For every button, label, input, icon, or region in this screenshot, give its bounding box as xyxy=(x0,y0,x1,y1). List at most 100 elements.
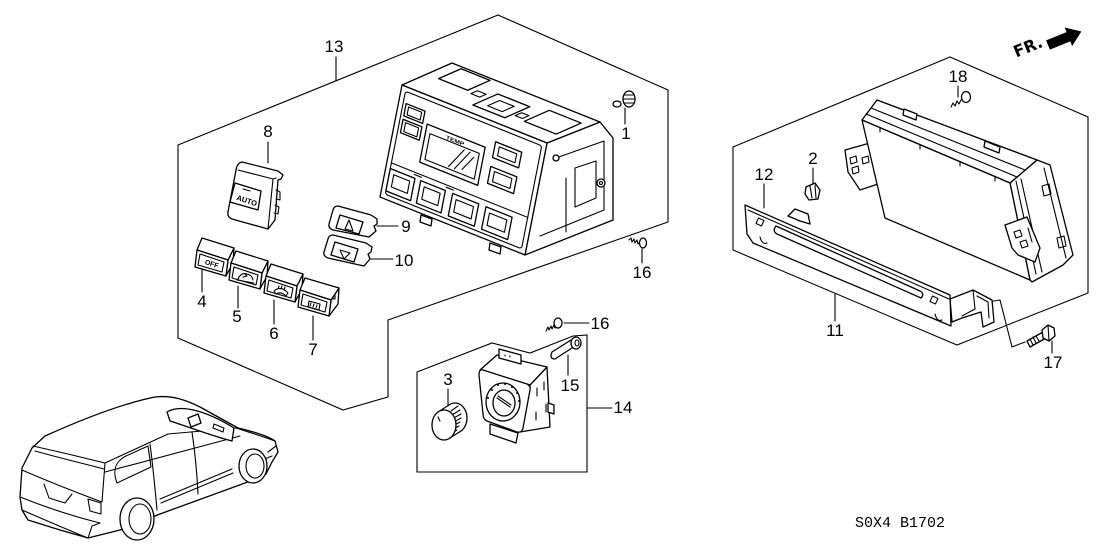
callout-16-upper[interactable]: 16 xyxy=(633,263,652,282)
button-slot-inner xyxy=(498,147,517,163)
auto-button-part-8: AUTO xyxy=(227,161,284,230)
button-slot-inner xyxy=(391,175,409,194)
panel-screw-hole xyxy=(596,178,606,188)
front-divider xyxy=(391,163,527,218)
unit-top-tab xyxy=(902,108,918,121)
front-defroster-icon xyxy=(273,285,289,297)
callout-4[interactable]: 4 xyxy=(197,292,206,311)
button-slot-lower-left xyxy=(400,119,421,140)
clip-part-1 xyxy=(612,90,636,108)
screw-head-inner xyxy=(574,339,580,347)
button-face-plate xyxy=(231,266,259,286)
button-slot-upper-left xyxy=(404,104,425,124)
callout-6[interactable]: 6 xyxy=(269,324,278,343)
screw-part-16-lower xyxy=(545,317,563,332)
callout-1[interactable]: 1 xyxy=(621,124,630,143)
button-slot-inner xyxy=(493,172,512,189)
screw-head xyxy=(960,90,972,104)
bracket-mid-tab xyxy=(787,208,811,225)
screw-head xyxy=(638,237,648,249)
switch-top-tab-holes xyxy=(504,354,511,358)
knob-pointer xyxy=(437,416,441,422)
top-latch-center xyxy=(473,94,530,118)
vehicle-hatch xyxy=(19,462,106,539)
panel-top-details xyxy=(424,69,589,137)
top-latch-center-notch xyxy=(488,101,514,112)
bracket-right-foot-detail xyxy=(961,289,990,319)
off-button-label: OFF xyxy=(204,259,220,270)
callout-16-lower[interactable]: 16 xyxy=(591,314,610,333)
button-slot-lower-right xyxy=(487,166,516,193)
bracket-hole xyxy=(755,217,765,227)
callout-3[interactable]: 3 xyxy=(443,370,452,389)
unit-front-notches xyxy=(879,127,996,182)
screw-shank xyxy=(550,339,576,360)
button-slot-inner xyxy=(404,123,419,137)
temperature-display xyxy=(425,134,479,179)
bolt-head-edge xyxy=(1047,324,1050,342)
callout-11[interactable]: 11 xyxy=(826,321,844,340)
off-button-part-4: OFF xyxy=(194,237,235,277)
knob-face xyxy=(431,409,457,441)
switch-side-lug xyxy=(547,402,555,415)
callout-17[interactable]: 17 xyxy=(1044,353,1063,372)
vehicle-license-plate-recess xyxy=(43,483,73,504)
callout-13[interactable]: 13 xyxy=(325,37,344,56)
down-button-part-10 xyxy=(323,234,373,267)
switch-dial-shaft xyxy=(496,395,512,408)
vehicle-side-molding xyxy=(159,468,234,504)
panel-bottom-tab xyxy=(419,214,433,227)
down-button-face xyxy=(330,241,359,263)
auto-button-face xyxy=(229,182,262,211)
callout-15[interactable]: 15 xyxy=(561,376,580,395)
button-slot-upper-right xyxy=(493,142,522,168)
rear-defroster-icon xyxy=(307,300,321,311)
rear-defroster-button-part-7 xyxy=(297,277,340,317)
vehicle-location-view xyxy=(19,395,279,541)
vehicle-climate-control-location xyxy=(187,413,202,428)
auto-indicator-icon xyxy=(242,188,251,192)
button-front-face xyxy=(194,249,229,277)
callout-7[interactable]: 7 xyxy=(308,340,317,359)
climate-control-unit xyxy=(844,99,1074,283)
bracket-slot xyxy=(773,225,924,299)
vehicle-side-window xyxy=(114,445,152,484)
up-button-part-9 xyxy=(328,205,378,238)
callout-12[interactable]: 12 xyxy=(755,165,774,184)
panel-screw-hole-inner xyxy=(598,180,604,186)
up-button-face xyxy=(335,214,364,235)
clip-ridges xyxy=(622,94,635,104)
bracket-hole xyxy=(929,295,939,305)
button-slot-inner xyxy=(487,213,507,232)
vehicle-spoiler xyxy=(34,450,105,470)
callout-9[interactable]: 9 xyxy=(401,217,410,236)
panel-bottom-tab xyxy=(488,242,502,255)
diagram-code: S0X4 B1702 xyxy=(855,515,945,532)
callout-14[interactable]: 14 xyxy=(614,398,633,417)
vehicle-door-lines xyxy=(149,431,199,511)
indicator-mark xyxy=(414,174,421,177)
bracket-notch xyxy=(759,236,943,321)
down-arrow-icon xyxy=(339,249,351,260)
arrow-right-icon xyxy=(1046,27,1082,50)
callout-2[interactable]: 2 xyxy=(808,149,817,168)
climate-control-panel: TEMP xyxy=(379,62,614,256)
callout-8[interactable]: 8 xyxy=(263,122,272,141)
switch-side-slots xyxy=(535,381,547,421)
vehicle-rear-wheel-hub xyxy=(128,503,152,535)
top-vent-slot xyxy=(471,91,486,97)
panel-front-details: TEMP xyxy=(385,91,542,249)
unit-right-bracket-holes xyxy=(1013,227,1033,249)
callout-10[interactable]: 10 xyxy=(395,251,414,270)
button-slot-inner xyxy=(422,187,440,206)
switch-dial-markings xyxy=(487,383,520,402)
bolt-17-reference-line xyxy=(987,299,1026,348)
unit-front-face xyxy=(861,119,1031,281)
callout-5[interactable]: 5 xyxy=(232,307,241,326)
mounting-bracket-part-12 xyxy=(744,204,995,328)
callout-18[interactable]: 18 xyxy=(949,67,968,86)
vehicle-beltline xyxy=(104,435,241,473)
screw-thread xyxy=(950,99,962,108)
clip-detail xyxy=(809,184,817,199)
